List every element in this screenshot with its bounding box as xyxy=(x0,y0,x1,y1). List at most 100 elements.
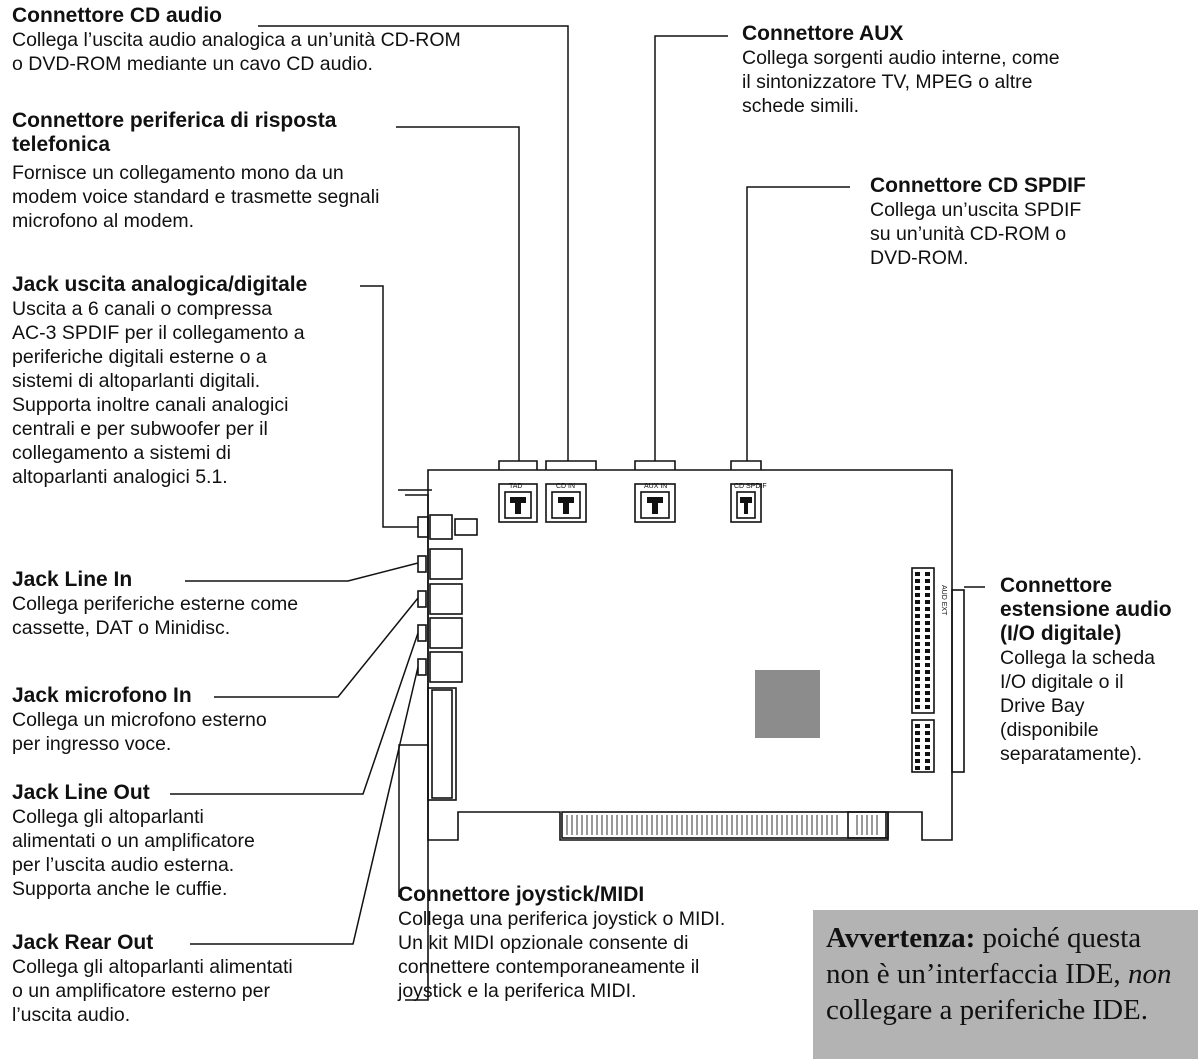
warning-emphasis: non xyxy=(1127,958,1172,990)
pci-finger xyxy=(751,815,753,835)
pci-finger xyxy=(676,815,678,835)
pci-finger xyxy=(626,815,628,835)
header-pin xyxy=(925,572,930,576)
header-pin xyxy=(915,670,920,674)
pci-finger xyxy=(621,815,623,835)
pci-finger xyxy=(726,815,728,835)
header-pin xyxy=(925,738,930,742)
header-pin xyxy=(915,579,920,583)
pci-finger xyxy=(671,815,673,835)
pci-finger xyxy=(811,815,813,835)
header-pin xyxy=(925,731,930,735)
rear-out-jack xyxy=(429,651,463,683)
header-pin xyxy=(915,600,920,604)
leader-cd-audio xyxy=(258,25,569,461)
header-pin xyxy=(915,663,920,667)
pci-finger xyxy=(716,815,718,835)
pci-finger xyxy=(651,815,653,835)
pci-finger xyxy=(806,815,808,835)
header-pin xyxy=(925,663,930,667)
warning-text-2: collegare a periferiche IDE. xyxy=(826,994,1149,1026)
header-pin xyxy=(915,705,920,709)
pci-finger xyxy=(661,815,663,835)
warning-title: Avvertenza: xyxy=(826,922,976,954)
pci-finger xyxy=(766,815,768,835)
line-out-jack xyxy=(429,617,463,649)
header-pin xyxy=(925,745,930,749)
pci-finger xyxy=(791,815,793,835)
header-pin xyxy=(915,759,920,763)
pci-finger xyxy=(831,815,833,835)
pci-finger xyxy=(861,815,863,835)
label-description: Collega la scheda I/O digitale o il Driv… xyxy=(1000,647,1156,765)
label-title: Jack uscita analogica/digitale xyxy=(12,273,308,296)
line-in-jack xyxy=(429,548,463,580)
pci-finger xyxy=(801,815,803,835)
label-title: Connettore joystick/MIDI xyxy=(398,883,645,906)
header-pin xyxy=(915,698,920,702)
leader-line-in xyxy=(185,562,419,582)
joystick-port xyxy=(427,687,457,801)
tad-connector xyxy=(498,483,538,523)
leader-tad xyxy=(396,126,520,461)
audio-ext-bracket xyxy=(951,589,965,773)
header-pin xyxy=(925,705,930,709)
header-pin xyxy=(925,586,930,590)
pci-finger xyxy=(711,815,713,835)
label-description: Collega l’uscita audio analogica a un’un… xyxy=(12,29,461,75)
leader-mic-in xyxy=(214,597,419,698)
pci-finger xyxy=(696,815,698,835)
header-pin xyxy=(915,607,920,611)
label-title: Jack Line Out xyxy=(12,781,150,804)
label-mic-in: Jack microfono In Collega un microfono e… xyxy=(12,684,267,756)
pci-finger xyxy=(631,815,633,835)
pci-finger xyxy=(586,815,588,835)
label-description: Collega periferiche esterne come cassett… xyxy=(12,593,299,639)
header-pin xyxy=(925,621,930,625)
pci-finger xyxy=(591,815,593,835)
header-pin xyxy=(925,766,930,770)
board-outline xyxy=(427,469,953,841)
header-pin xyxy=(915,691,920,695)
board-label-aud-ext: AUD EXT xyxy=(940,585,947,616)
label-title: Connettore estensione audio (I/O digital… xyxy=(1000,574,1172,645)
header-pin xyxy=(915,745,920,749)
header-pin xyxy=(915,649,920,653)
pci-finger xyxy=(681,815,683,835)
header-pin xyxy=(925,698,930,702)
pci-finger xyxy=(826,815,828,835)
header-pin xyxy=(915,766,920,770)
label-cd-spdif: Connettore CD SPDIF Collega un’uscita SP… xyxy=(870,174,1086,270)
small-switch xyxy=(454,518,478,536)
pci-finger xyxy=(576,815,578,835)
pci-finger xyxy=(876,815,878,835)
header-pin xyxy=(915,642,920,646)
pci-finger xyxy=(566,815,568,835)
header-pin xyxy=(925,600,930,604)
pci-finger xyxy=(721,815,723,835)
label-description: Collega una periferica joystick o MIDI. … xyxy=(398,908,726,1002)
label-aux: Connettore AUX Collega sorgenti audio in… xyxy=(742,22,1060,118)
pci-finger xyxy=(666,815,668,835)
label-title: Connettore CD SPDIF xyxy=(870,174,1086,197)
pci-finger xyxy=(616,815,618,835)
leader-cd-spdif xyxy=(746,186,850,461)
label-title: Jack Rear Out xyxy=(12,931,154,954)
header-pin xyxy=(925,691,930,695)
pci-finger xyxy=(731,815,733,835)
header-pin xyxy=(925,642,930,646)
pci-finger xyxy=(686,815,688,835)
header-pin xyxy=(915,684,920,688)
pci-finger xyxy=(771,815,773,835)
header-pin xyxy=(915,586,920,590)
pci-finger xyxy=(856,815,858,835)
pci-finger xyxy=(786,815,788,835)
header-pin xyxy=(915,572,920,576)
label-title: Connettore AUX xyxy=(742,22,904,45)
pci-finger xyxy=(646,815,648,835)
pci-finger xyxy=(601,815,603,835)
pci-finger xyxy=(796,815,798,835)
board-label-cd-in: CD IN xyxy=(556,483,575,490)
label-audio-ext: Connettore estensione audio (I/O digital… xyxy=(1000,574,1172,766)
pci-finger xyxy=(641,815,643,835)
